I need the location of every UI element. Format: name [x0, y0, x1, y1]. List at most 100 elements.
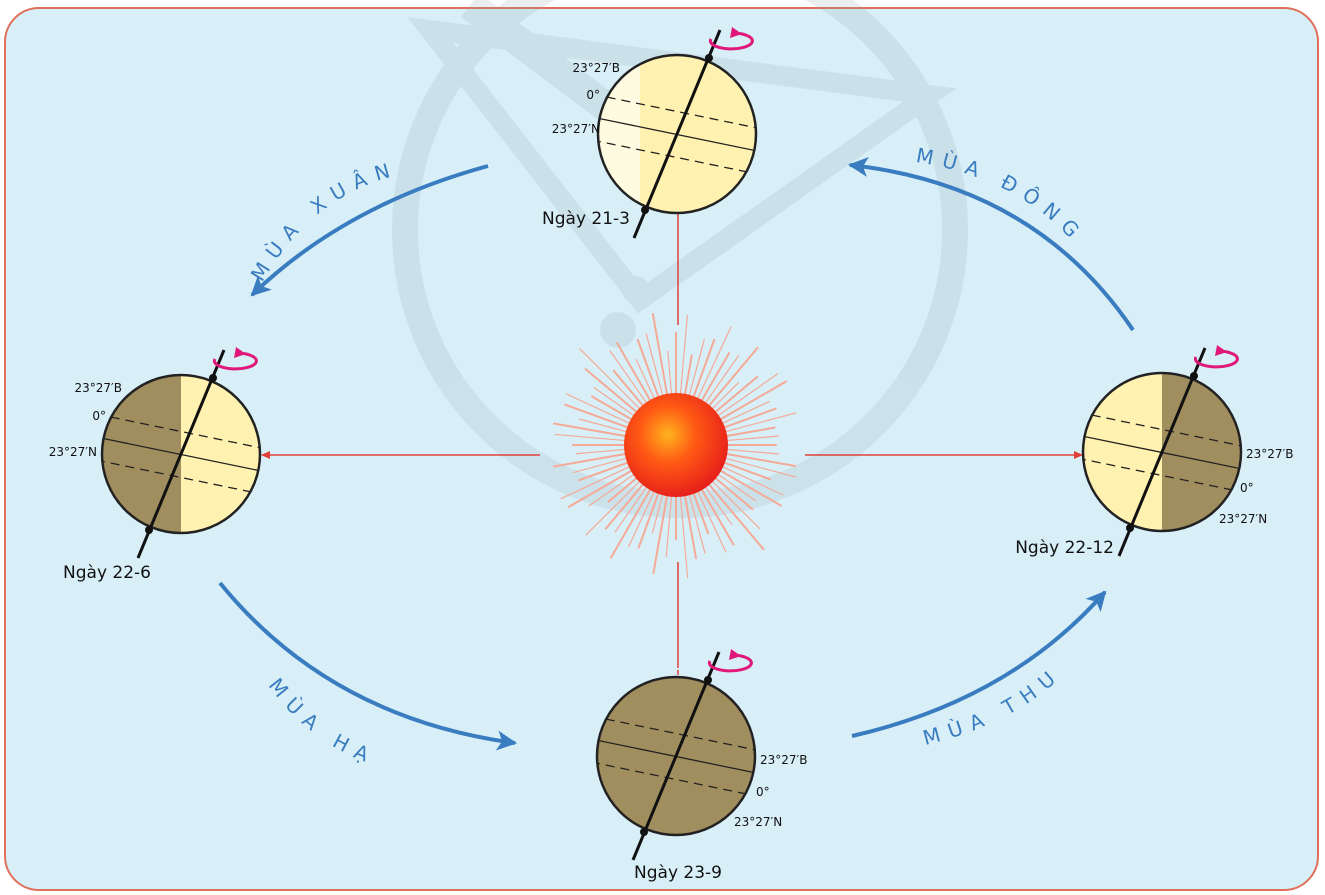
- lat-south-label: 23°27′N: [1219, 512, 1267, 526]
- season-arrows: [218, 156, 1135, 751]
- sun-ray: [714, 373, 779, 419]
- sun-ray: [687, 339, 705, 400]
- sun-ray: [718, 400, 770, 426]
- sun-ray: [714, 471, 757, 502]
- sun-ray: [628, 487, 657, 548]
- sun-ray: [721, 456, 797, 478]
- sun-ray: [565, 393, 634, 426]
- sun-ray: [560, 464, 634, 500]
- sun-ray: [651, 490, 665, 534]
- sun-ray: [588, 471, 638, 507]
- sun-ray: [552, 422, 630, 438]
- lat-north-label: 23°27′B: [573, 61, 621, 75]
- sun-ray: [645, 333, 665, 400]
- equator-label: 0°: [756, 785, 770, 799]
- sun-core: [624, 393, 728, 497]
- rotation-arrow-icon: [707, 649, 753, 673]
- sun-ray: [665, 492, 673, 558]
- lat-north-label: 23°27′B: [75, 381, 123, 395]
- sun-ray: [695, 326, 732, 403]
- sun-ray: [705, 346, 759, 410]
- date-label: Ngày 23-9: [634, 863, 722, 883]
- sun-ray: [610, 485, 653, 559]
- sun-ray: [683, 491, 697, 560]
- sun-ray: [579, 348, 643, 412]
- sun-ray: [578, 418, 631, 434]
- lat-north-label: 23°27′B: [1246, 447, 1294, 461]
- earth-axis: [631, 651, 721, 861]
- sun-ray: [723, 448, 780, 455]
- equator-label: 0°: [1240, 481, 1254, 495]
- earth-axis: [1117, 347, 1207, 557]
- sun-ray: [667, 350, 673, 398]
- earth-bottom: 23°27′B 0° 23°27′N Ngày 23-9: [595, 649, 808, 883]
- sun-ray: [683, 354, 693, 399]
- date-label: Ngày 22-12: [1015, 538, 1114, 558]
- sun-ray: [635, 359, 657, 403]
- sun-ray: [695, 487, 727, 553]
- sun-ray: [711, 375, 759, 416]
- sun-ray: [720, 407, 777, 430]
- sun-ray: [612, 369, 647, 410]
- lat-south-label: 23°27′N: [734, 815, 782, 829]
- sun-rays: [552, 313, 797, 579]
- lat-south-label: 23°27′N: [552, 122, 600, 136]
- sun-ray: [721, 412, 797, 434]
- sun-ray: [699, 352, 730, 405]
- sun-ray: [609, 350, 650, 407]
- sun-ray: [554, 433, 629, 442]
- rotation-arrow-icon: [708, 27, 754, 51]
- sun-ray: [614, 483, 650, 533]
- sun-ray: [593, 387, 638, 419]
- sun-ray: [578, 460, 632, 482]
- date-label: Ngày 22-6: [63, 563, 151, 583]
- sun-ray: [723, 435, 780, 442]
- sun-ray: [616, 341, 653, 405]
- sun-ray: [590, 395, 636, 422]
- sun-ray: [573, 456, 631, 474]
- spring-arrow: [250, 164, 489, 297]
- sun-ray: [564, 403, 632, 430]
- autumn-arrow: [851, 590, 1107, 738]
- earth-axis: [632, 29, 722, 239]
- sun-ray: [699, 485, 735, 546]
- sun-ray: [702, 355, 740, 407]
- sun-ray: [722, 426, 776, 438]
- date-label: Ngày 21-3: [542, 209, 630, 229]
- sun-ray: [637, 489, 661, 549]
- sun-ray: [607, 474, 641, 503]
- sun-ray: [691, 489, 710, 535]
- sun-ray: [567, 468, 636, 508]
- sun-ray: [552, 452, 630, 468]
- sun-ray: [575, 448, 629, 455]
- sun-ray: [584, 368, 641, 416]
- sun-ray: [709, 382, 739, 412]
- sun: [552, 313, 797, 579]
- sun-ray: [651, 313, 669, 399]
- earth-top: 23°27′B 0° 23°27′N Ngày 21-3: [542, 27, 758, 239]
- sun-ray: [720, 460, 771, 481]
- sun-ray: [691, 338, 716, 401]
- summer-arrow: [218, 581, 517, 751]
- equator-label: 0°: [92, 409, 106, 423]
- sun-ray: [718, 464, 784, 496]
- sun-ray: [716, 380, 787, 422]
- sun-ray: [652, 491, 669, 575]
- sun-ray: [679, 314, 688, 398]
- equator-label: 0°: [586, 88, 600, 102]
- sun-ray: [709, 478, 761, 530]
- sun-ray: [711, 474, 754, 511]
- rotation-arrow-icon: [1193, 345, 1239, 369]
- rotation-arrow-icon: [212, 347, 258, 371]
- sun-ray: [636, 338, 661, 401]
- sun-ray: [702, 483, 733, 526]
- sun-ray: [687, 490, 706, 554]
- earth-axis: [136, 349, 226, 559]
- sun-ray: [604, 480, 647, 530]
- winter-arrow: [848, 156, 1135, 332]
- sun-ray: [705, 480, 765, 551]
- sun-ray: [716, 468, 782, 507]
- sun-ray: [722, 452, 797, 468]
- sun-ray: [679, 492, 689, 579]
